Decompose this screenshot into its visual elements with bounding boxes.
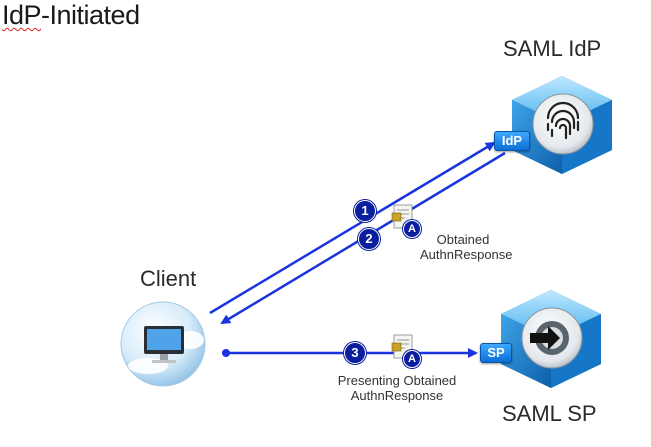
gear-lock-icon (530, 321, 569, 355)
idp-label: SAML IdP (503, 36, 602, 61)
idp-badge: IdP (494, 131, 530, 151)
obtained-line-1: Obtained (436, 232, 490, 247)
title-suffix: -Initiated (41, 0, 140, 30)
sp-server-icon (501, 290, 601, 388)
presenting-line-2: AuthnResponse (350, 388, 444, 403)
step-1-marker: 1 (354, 200, 376, 222)
presenting-annotation: Presenting Obtained AuthnResponse (322, 373, 472, 403)
obtained-annotation: Obtained AuthnResponse (420, 232, 513, 262)
assertion-marker-obtained: A (403, 220, 421, 238)
arrow-step-1 (209, 141, 496, 315)
page-title: IdP-Initiated (2, 0, 140, 31)
step-3-marker: 3 (344, 342, 366, 364)
presenting-line-1: Presenting Obtained (337, 373, 457, 388)
step-2-marker: 2 (358, 228, 380, 250)
fingerprint-icon (546, 101, 580, 140)
title-prefix: IdP (2, 0, 42, 30)
client-label: Client (140, 266, 197, 291)
computer-cloud-icon (120, 301, 206, 387)
idp-server-icon (512, 76, 612, 174)
obtained-line-2: AuthnResponse (420, 247, 513, 262)
sp-label: SAML SP (502, 401, 597, 426)
assertion-marker-presenting: A (403, 350, 421, 368)
sp-badge: SP (480, 343, 512, 363)
